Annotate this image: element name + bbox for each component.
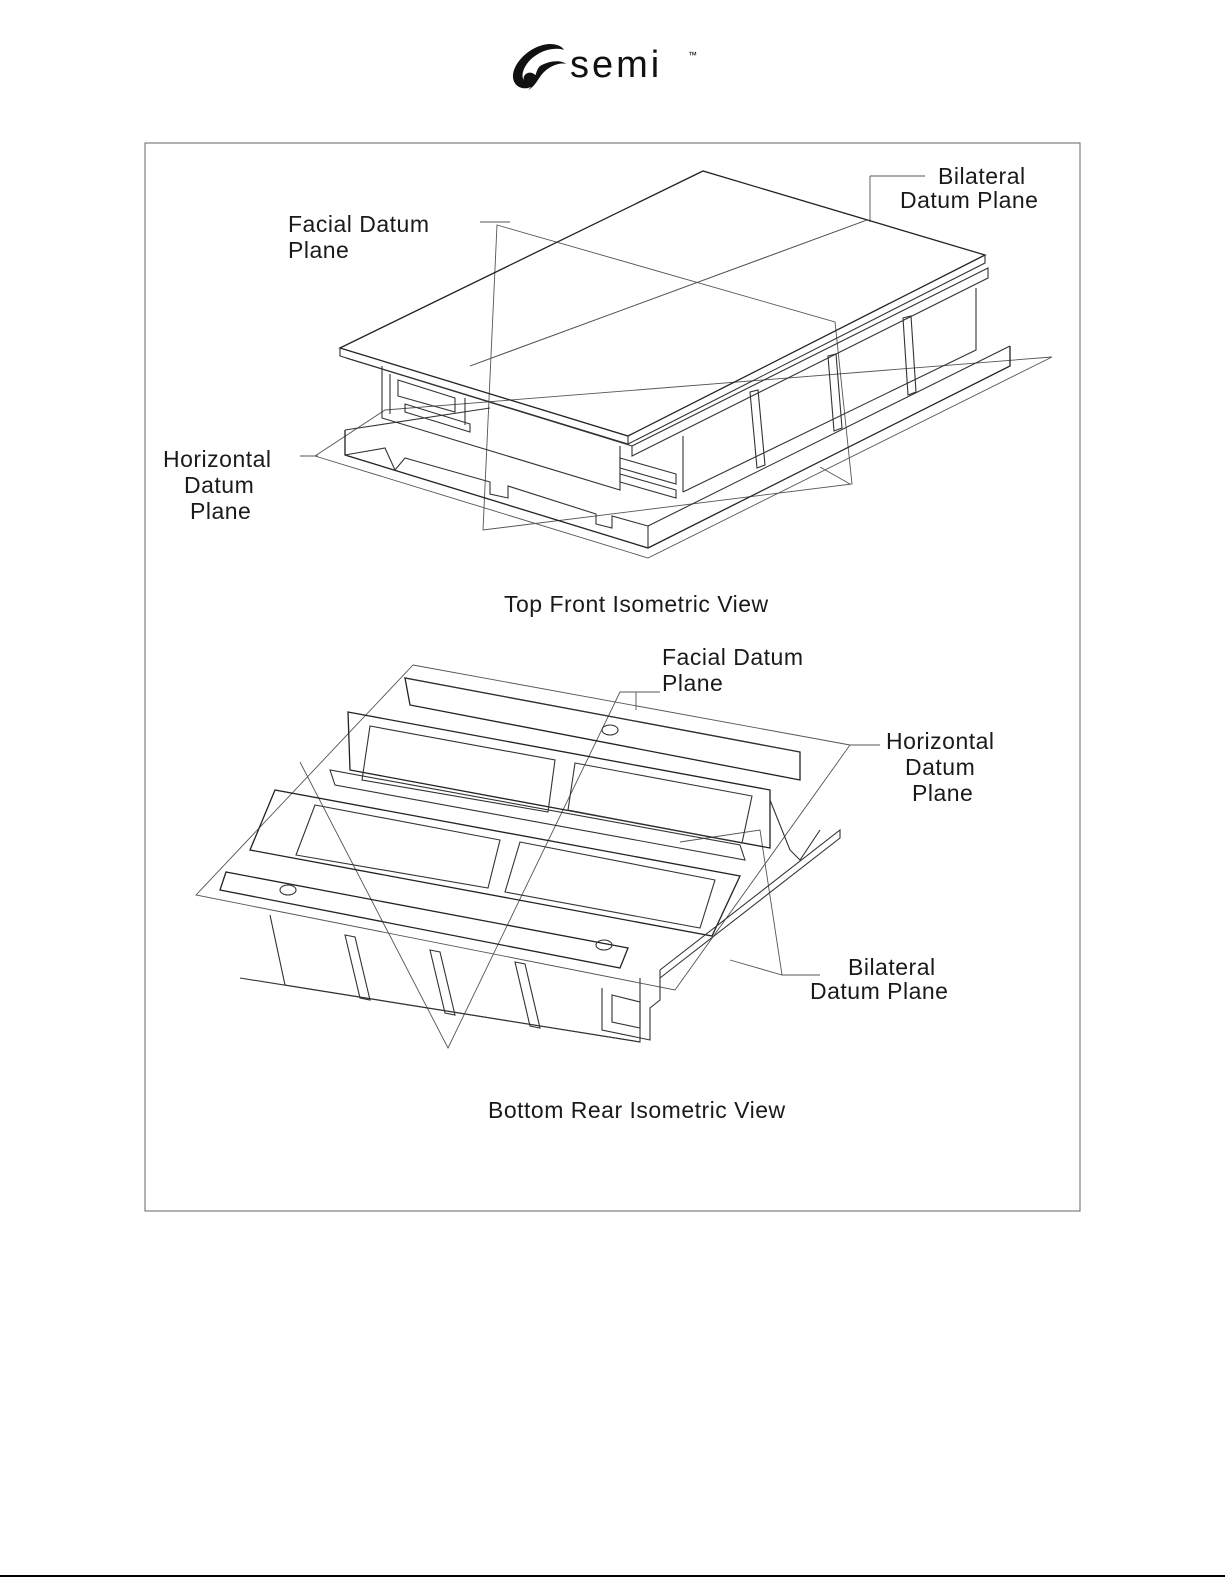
- bottom-hole: [280, 885, 296, 895]
- bottom-slot: [430, 950, 455, 1015]
- bottom-facial-datum-plane: [300, 692, 636, 1048]
- top-horizontal-label-3: Plane: [190, 498, 251, 524]
- top-slot: [903, 316, 916, 395]
- bottom-facial-label-2: Plane: [662, 670, 723, 696]
- top-bilateral-label-2: Datum Plane: [900, 187, 1038, 213]
- bottom-slot: [345, 935, 370, 1000]
- bottom-front-rail: [220, 872, 628, 968]
- page-bottom-rule: [0, 1575, 1225, 1577]
- figure-border: [145, 143, 1080, 1211]
- bottom-horizontal-label-1: Horizontal: [886, 728, 995, 754]
- bottom-window: [362, 726, 555, 812]
- top-horizontal-label-2: Datum: [184, 472, 254, 498]
- bottom-window: [505, 842, 715, 928]
- bottom-slot: [515, 962, 540, 1028]
- top-horizontal-label-1: Horizontal: [163, 446, 272, 472]
- bottom-facial-label-1: Facial Datum: [662, 644, 803, 670]
- bottom-horizontal-datum-plane: [196, 665, 850, 990]
- bottom-window: [296, 805, 500, 888]
- top-bilateral-label-1: Bilateral: [938, 163, 1026, 189]
- top-view-caption: Top Front Isometric View: [504, 591, 769, 617]
- top-facial-label-1: Facial Datum: [288, 211, 429, 237]
- top-facial-label-2: Plane: [288, 237, 349, 263]
- bottom-horizontal-label-2: Datum: [905, 754, 975, 780]
- top-plate: [340, 171, 985, 436]
- top-bilateral-datum-plane: [470, 176, 870, 366]
- bottom-bilateral-label-2: Datum Plane: [810, 978, 948, 1004]
- bottom-hole: [602, 725, 618, 735]
- bottom-horizontal-label-3: Plane: [912, 780, 973, 806]
- bottom-window: [568, 763, 752, 843]
- top-base: [345, 346, 1010, 548]
- bottom-view-caption: Bottom Rear Isometric View: [488, 1097, 786, 1123]
- bottom-bilateral-datum-plane: [680, 830, 782, 975]
- bottom-rear-isometric-drawing: [196, 665, 880, 1048]
- bottom-bilateral-label-1: Bilateral: [848, 954, 936, 980]
